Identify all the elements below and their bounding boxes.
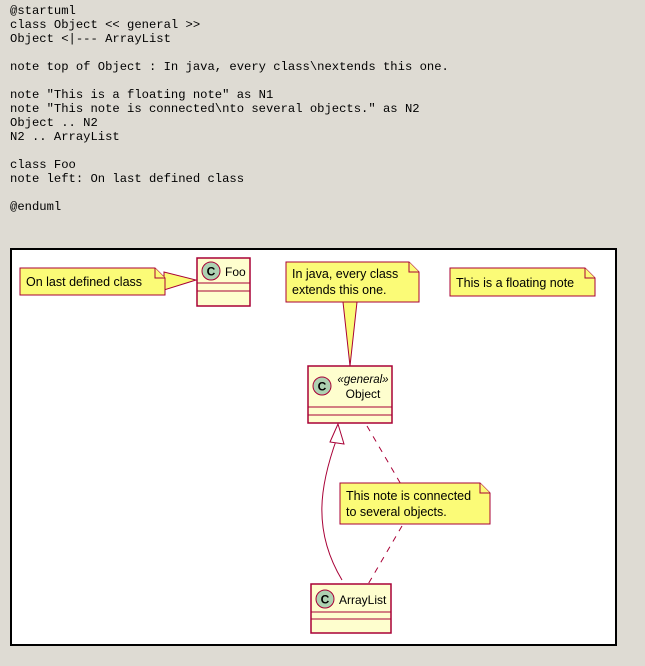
source-line: Object .. N2 [10, 116, 98, 130]
note-connected-line2: to several objects. [346, 505, 447, 519]
class-foo: C Foo [196, 257, 251, 307]
note-foo-text: On last defined class [26, 275, 142, 289]
inheritance-edge [321, 437, 343, 581]
note-floating: This is a floating note [449, 267, 596, 297]
plantuml-source: @startuml class Object << general >> Obj… [10, 4, 449, 214]
source-line: N2 .. ArrayList [10, 130, 120, 144]
note-to-arraylist-edge [366, 525, 403, 587]
source-line: note "This note is connected\nto several… [10, 102, 420, 116]
note-foo: On last defined class [19, 267, 166, 296]
class-object-name: Object [346, 387, 381, 401]
diagram-panel: On last defined class C Foo In java, eve… [10, 248, 617, 646]
class-arraylist: C ArrayList [310, 583, 392, 634]
note-connected-line1: This note is connected [346, 489, 471, 503]
note-object-line2: extends this one. [292, 283, 387, 297]
object-to-note-edge [366, 425, 403, 487]
object-note-link [342, 301, 358, 367]
inheritance-arrowhead [329, 422, 345, 445]
source-line: class Foo [10, 158, 76, 172]
foo-note-link [163, 271, 198, 291]
class-icon-letter: C [321, 593, 330, 607]
class-foo-name: Foo [225, 265, 246, 279]
note-object-line1: In java, every class [292, 267, 398, 281]
class-icon-letter: C [318, 380, 327, 394]
source-line: @enduml [10, 200, 62, 214]
class-icon [315, 589, 335, 609]
source-line: class Object << general >> [10, 18, 201, 32]
source-line: note "This is a floating note" as N1 [10, 88, 274, 102]
class-object-stereotype: «general» [337, 374, 388, 386]
class-icon [312, 376, 332, 396]
source-line: note left: On last defined class [10, 172, 245, 186]
class-object: C «general» Object [307, 365, 393, 424]
source-line: note top of Object : In java, every clas… [10, 60, 449, 74]
class-icon-letter: C [207, 265, 216, 279]
source-line: @startuml [10, 4, 76, 18]
uml-diagram: On last defined class C Foo In java, eve… [19, 257, 596, 634]
class-icon [201, 261, 221, 281]
note-connected: This note is connected to several object… [339, 482, 491, 525]
source-line: Object <|--- ArrayList [10, 32, 171, 46]
note-floating-text: This is a floating note [456, 276, 574, 290]
note-object: In java, every class extends this one. [285, 261, 420, 303]
class-arraylist-name: ArrayList [339, 593, 387, 607]
